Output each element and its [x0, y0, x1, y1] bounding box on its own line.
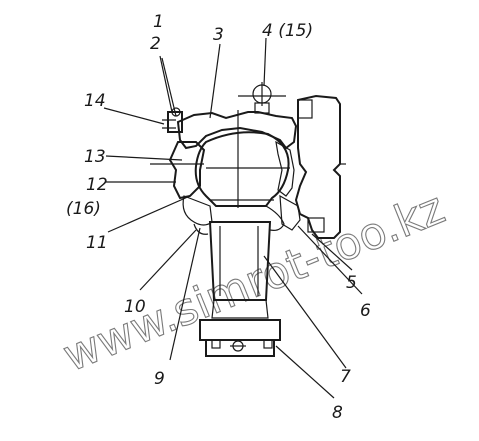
castle-nut	[199, 319, 281, 357]
label-1: 1	[153, 12, 164, 32]
leader-7	[263, 255, 347, 369]
leader-9	[169, 227, 201, 361]
leader-2	[161, 57, 177, 117]
leader-lines	[103, 37, 363, 399]
right-flange	[294, 94, 346, 239]
leader-5	[311, 233, 353, 271]
label-14: 14	[84, 91, 106, 111]
leader-4	[263, 37, 267, 87]
pin-shank	[208, 221, 272, 319]
callout-labels: 1 2 3 4 (15) 5 6 7 8 9 10 11 12 (16) 13 …	[66, 12, 371, 423]
label-11: 11	[86, 233, 108, 253]
label-9: 9	[154, 369, 165, 389]
label-6: 6	[360, 301, 371, 321]
leader-11	[107, 195, 191, 233]
label-13: 13	[84, 147, 106, 167]
label-7: 7	[340, 367, 351, 387]
label-8: 8	[332, 403, 343, 423]
watermark-text: www.simrot-too.kz	[56, 183, 452, 382]
label-4: 4 (15)	[262, 21, 313, 41]
label-10: 10	[124, 297, 146, 317]
leader-14	[103, 107, 165, 125]
label-12: 12	[86, 175, 108, 195]
grease-nipple	[238, 82, 286, 114]
leader-13	[105, 155, 183, 161]
leader-10	[139, 229, 197, 291]
leader-6	[297, 225, 363, 295]
label-2: 2	[150, 34, 161, 54]
leader-3	[209, 43, 221, 119]
leader-8	[275, 345, 335, 399]
label-3: 3	[213, 25, 224, 45]
ball-pin	[194, 110, 290, 208]
leader-1	[159, 55, 173, 113]
label-5: 5	[346, 273, 357, 293]
label-16: (16)	[66, 199, 101, 219]
